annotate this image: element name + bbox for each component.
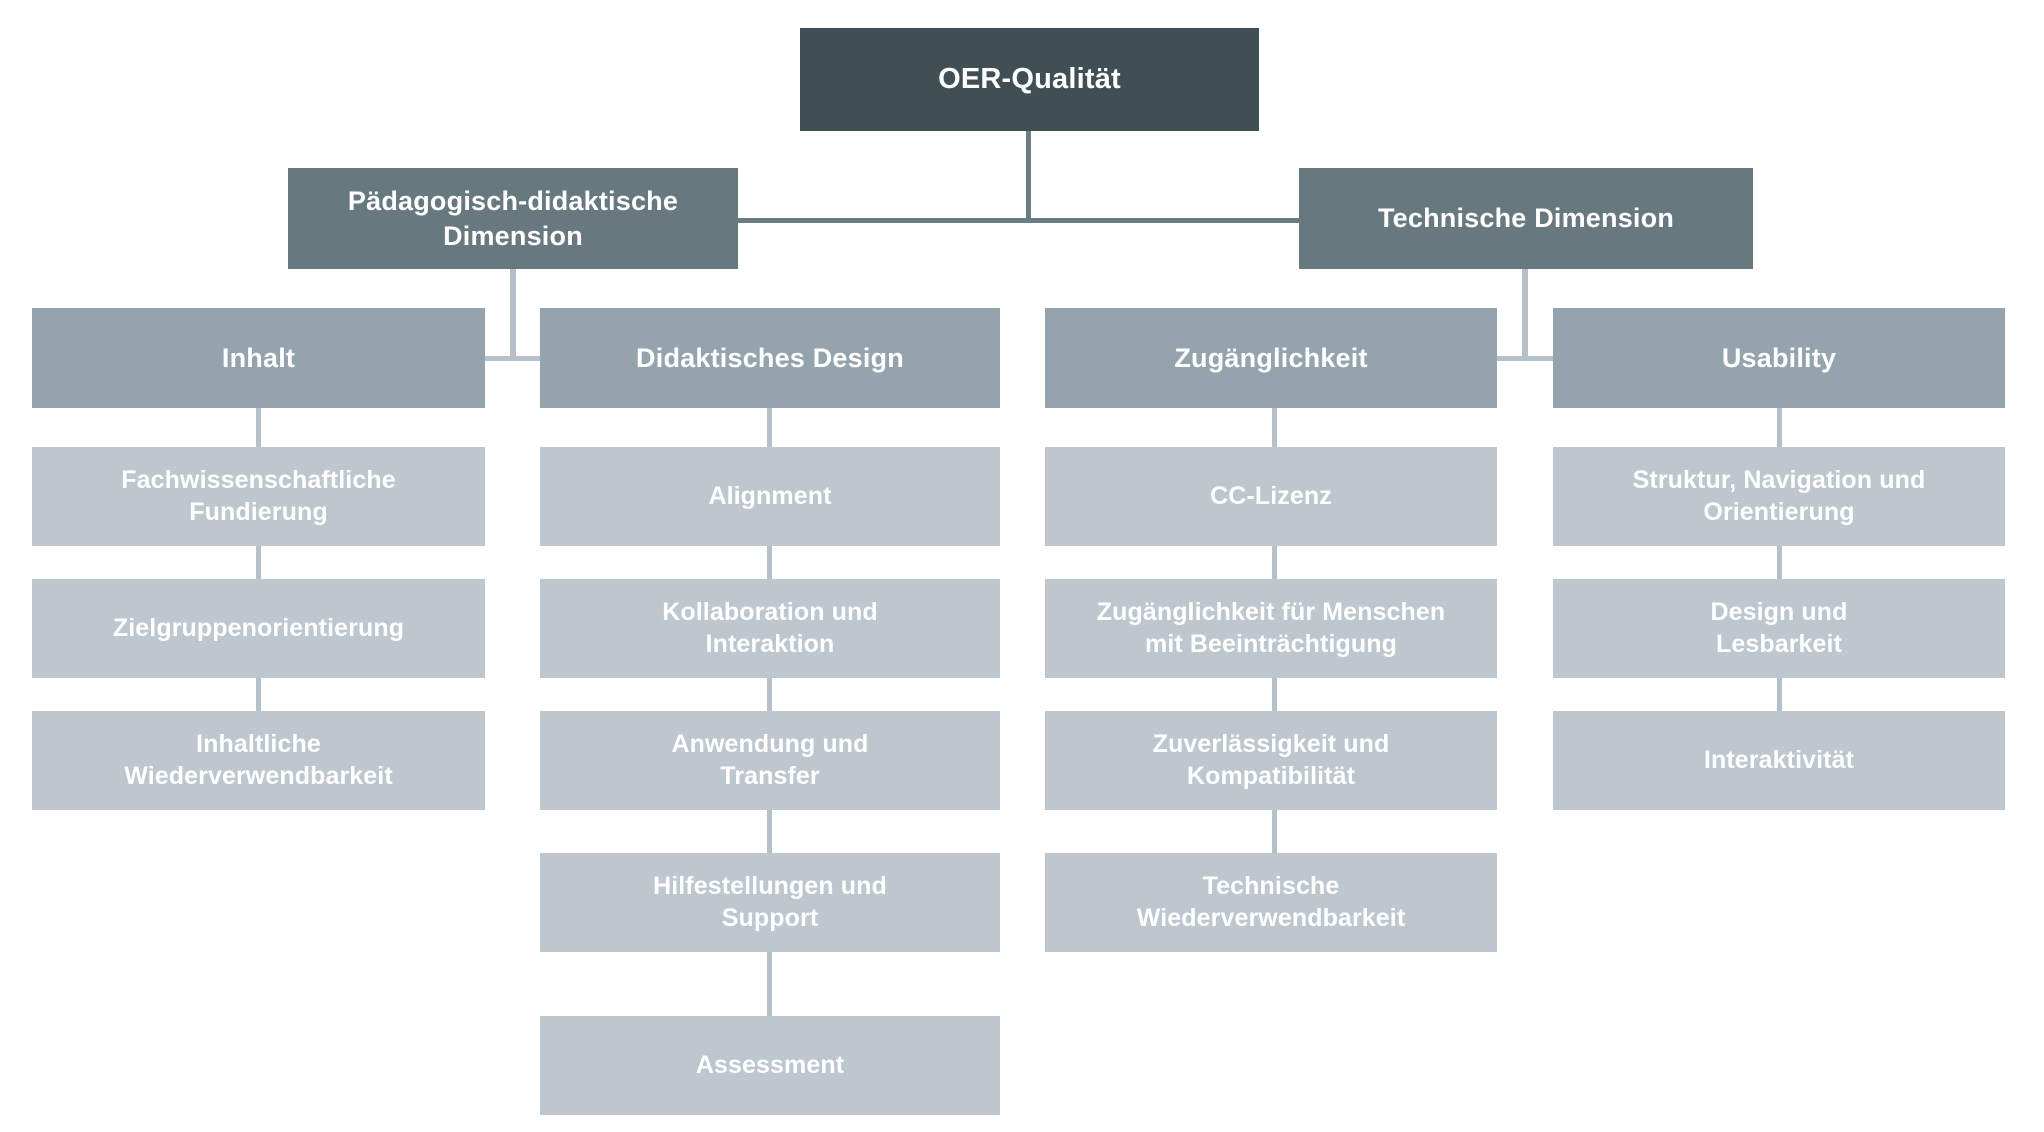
node-category-usability[interactable]: Usability	[1553, 308, 2005, 408]
node-leaf-design-und-lesbarkeit[interactable]: Design und Lesbarkeit	[1553, 579, 2005, 678]
node-leaf-fachwissenschaftliche-fundierung[interactable]: Fachwissenschaftliche Fundierung	[32, 447, 485, 546]
node-leaf-zugaenglichkeit-fuer-menschen-mit-beeintraechtigung[interactable]: Zugänglichkeit für Menschen mit Beeinträ…	[1045, 579, 1497, 678]
node-leaf-label: Zugänglichkeit für Menschen mit Beeinträ…	[1096, 598, 1446, 658]
node-leaf-label: Technische Wiederverwendbarkeit	[1136, 872, 1406, 932]
node-leaf-label: CC-Lizenz	[1210, 481, 1332, 510]
node-category-zugaenglichkeit[interactable]: Zugänglichkeit	[1045, 308, 1497, 408]
connector-pedagogic-categories-bar	[485, 356, 540, 361]
node-leaf-anwendung-und-transfer[interactable]: Anwendung und Transfer	[540, 711, 1000, 810]
connector-technical-categories-bar	[1497, 356, 1553, 361]
node-leaf-zuverlaessigkeit-und-kompatibilitaet[interactable]: Zuverlässigkeit und Kompatibilität	[1045, 711, 1497, 810]
node-dimension-pedagogic-label: Pädagogisch-didaktische Dimension	[347, 186, 679, 251]
node-leaf-label: Struktur, Navigation und Orientierung	[1632, 466, 1926, 526]
node-category-inhalt[interactable]: Inhalt	[32, 308, 485, 408]
connector-technical-vertical	[1522, 268, 1528, 360]
node-leaf-label: Kollaboration und Interaktion	[662, 598, 878, 658]
node-leaf-zielgruppenorientierung[interactable]: Zielgruppenorientierung	[32, 579, 485, 678]
node-leaf-cc-lizenz[interactable]: CC-Lizenz	[1045, 447, 1497, 546]
node-leaf-label: Alignment	[708, 481, 832, 510]
node-leaf-label: Zuverlässigkeit und Kompatibilität	[1152, 730, 1390, 790]
node-category-inhalt-label: Inhalt	[221, 342, 296, 373]
connector-pedagogic-vertical	[510, 268, 516, 360]
node-dimension-technical[interactable]: Technische Dimension	[1299, 168, 1753, 269]
node-leaf-assessment[interactable]: Assessment	[540, 1016, 1000, 1115]
node-category-zugaenglichkeit-label: Zugänglichkeit	[1174, 342, 1368, 373]
connector-dimensions-horizontal	[737, 218, 1300, 223]
node-root-label: OER-Qualität	[938, 63, 1121, 96]
node-dimension-pedagogic[interactable]: Pädagogisch-didaktische Dimension	[288, 168, 738, 269]
node-leaf-label: Anwendung und Transfer	[671, 730, 869, 790]
node-leaf-label: Zielgruppenorientierung	[112, 613, 405, 642]
node-leaf-technische-wiederverwendbarkeit[interactable]: Technische Wiederverwendbarkeit	[1045, 853, 1497, 952]
node-dimension-technical-label: Technische Dimension	[1377, 203, 1675, 234]
node-category-didaktisches-design-label: Didaktisches Design	[636, 342, 904, 373]
node-leaf-inhaltliche-wiederverwendbarkeit[interactable]: Inhaltliche Wiederverwendbarkeit	[32, 711, 485, 810]
node-category-didaktisches-design[interactable]: Didaktisches Design	[540, 308, 1000, 408]
node-root-oer-qualitaet[interactable]: OER-Qualität	[800, 28, 1259, 131]
node-leaf-struktur-navigation-und-orientierung[interactable]: Struktur, Navigation und Orientierung	[1553, 447, 2005, 546]
node-leaf-label: Design und Lesbarkeit	[1710, 598, 1848, 658]
node-leaf-label: Hilfestellungen und Support	[653, 872, 887, 932]
node-leaf-hilfestellungen-und-support[interactable]: Hilfestellungen und Support	[540, 853, 1000, 952]
node-leaf-label: Interaktivität	[1703, 745, 1855, 774]
node-leaf-kollaboration-und-interaktion[interactable]: Kollaboration und Interaktion	[540, 579, 1000, 678]
node-leaf-label: Fachwissenschaftliche Fundierung	[121, 466, 396, 526]
node-leaf-interaktivitaet[interactable]: Interaktivität	[1553, 711, 2005, 810]
node-category-usability-label: Usability	[1721, 342, 1837, 373]
node-leaf-label: Inhaltliche Wiederverwendbarkeit	[124, 730, 393, 790]
connector-root-vertical	[1026, 130, 1031, 222]
node-leaf-label: Assessment	[695, 1050, 845, 1079]
node-leaf-alignment[interactable]: Alignment	[540, 447, 1000, 546]
